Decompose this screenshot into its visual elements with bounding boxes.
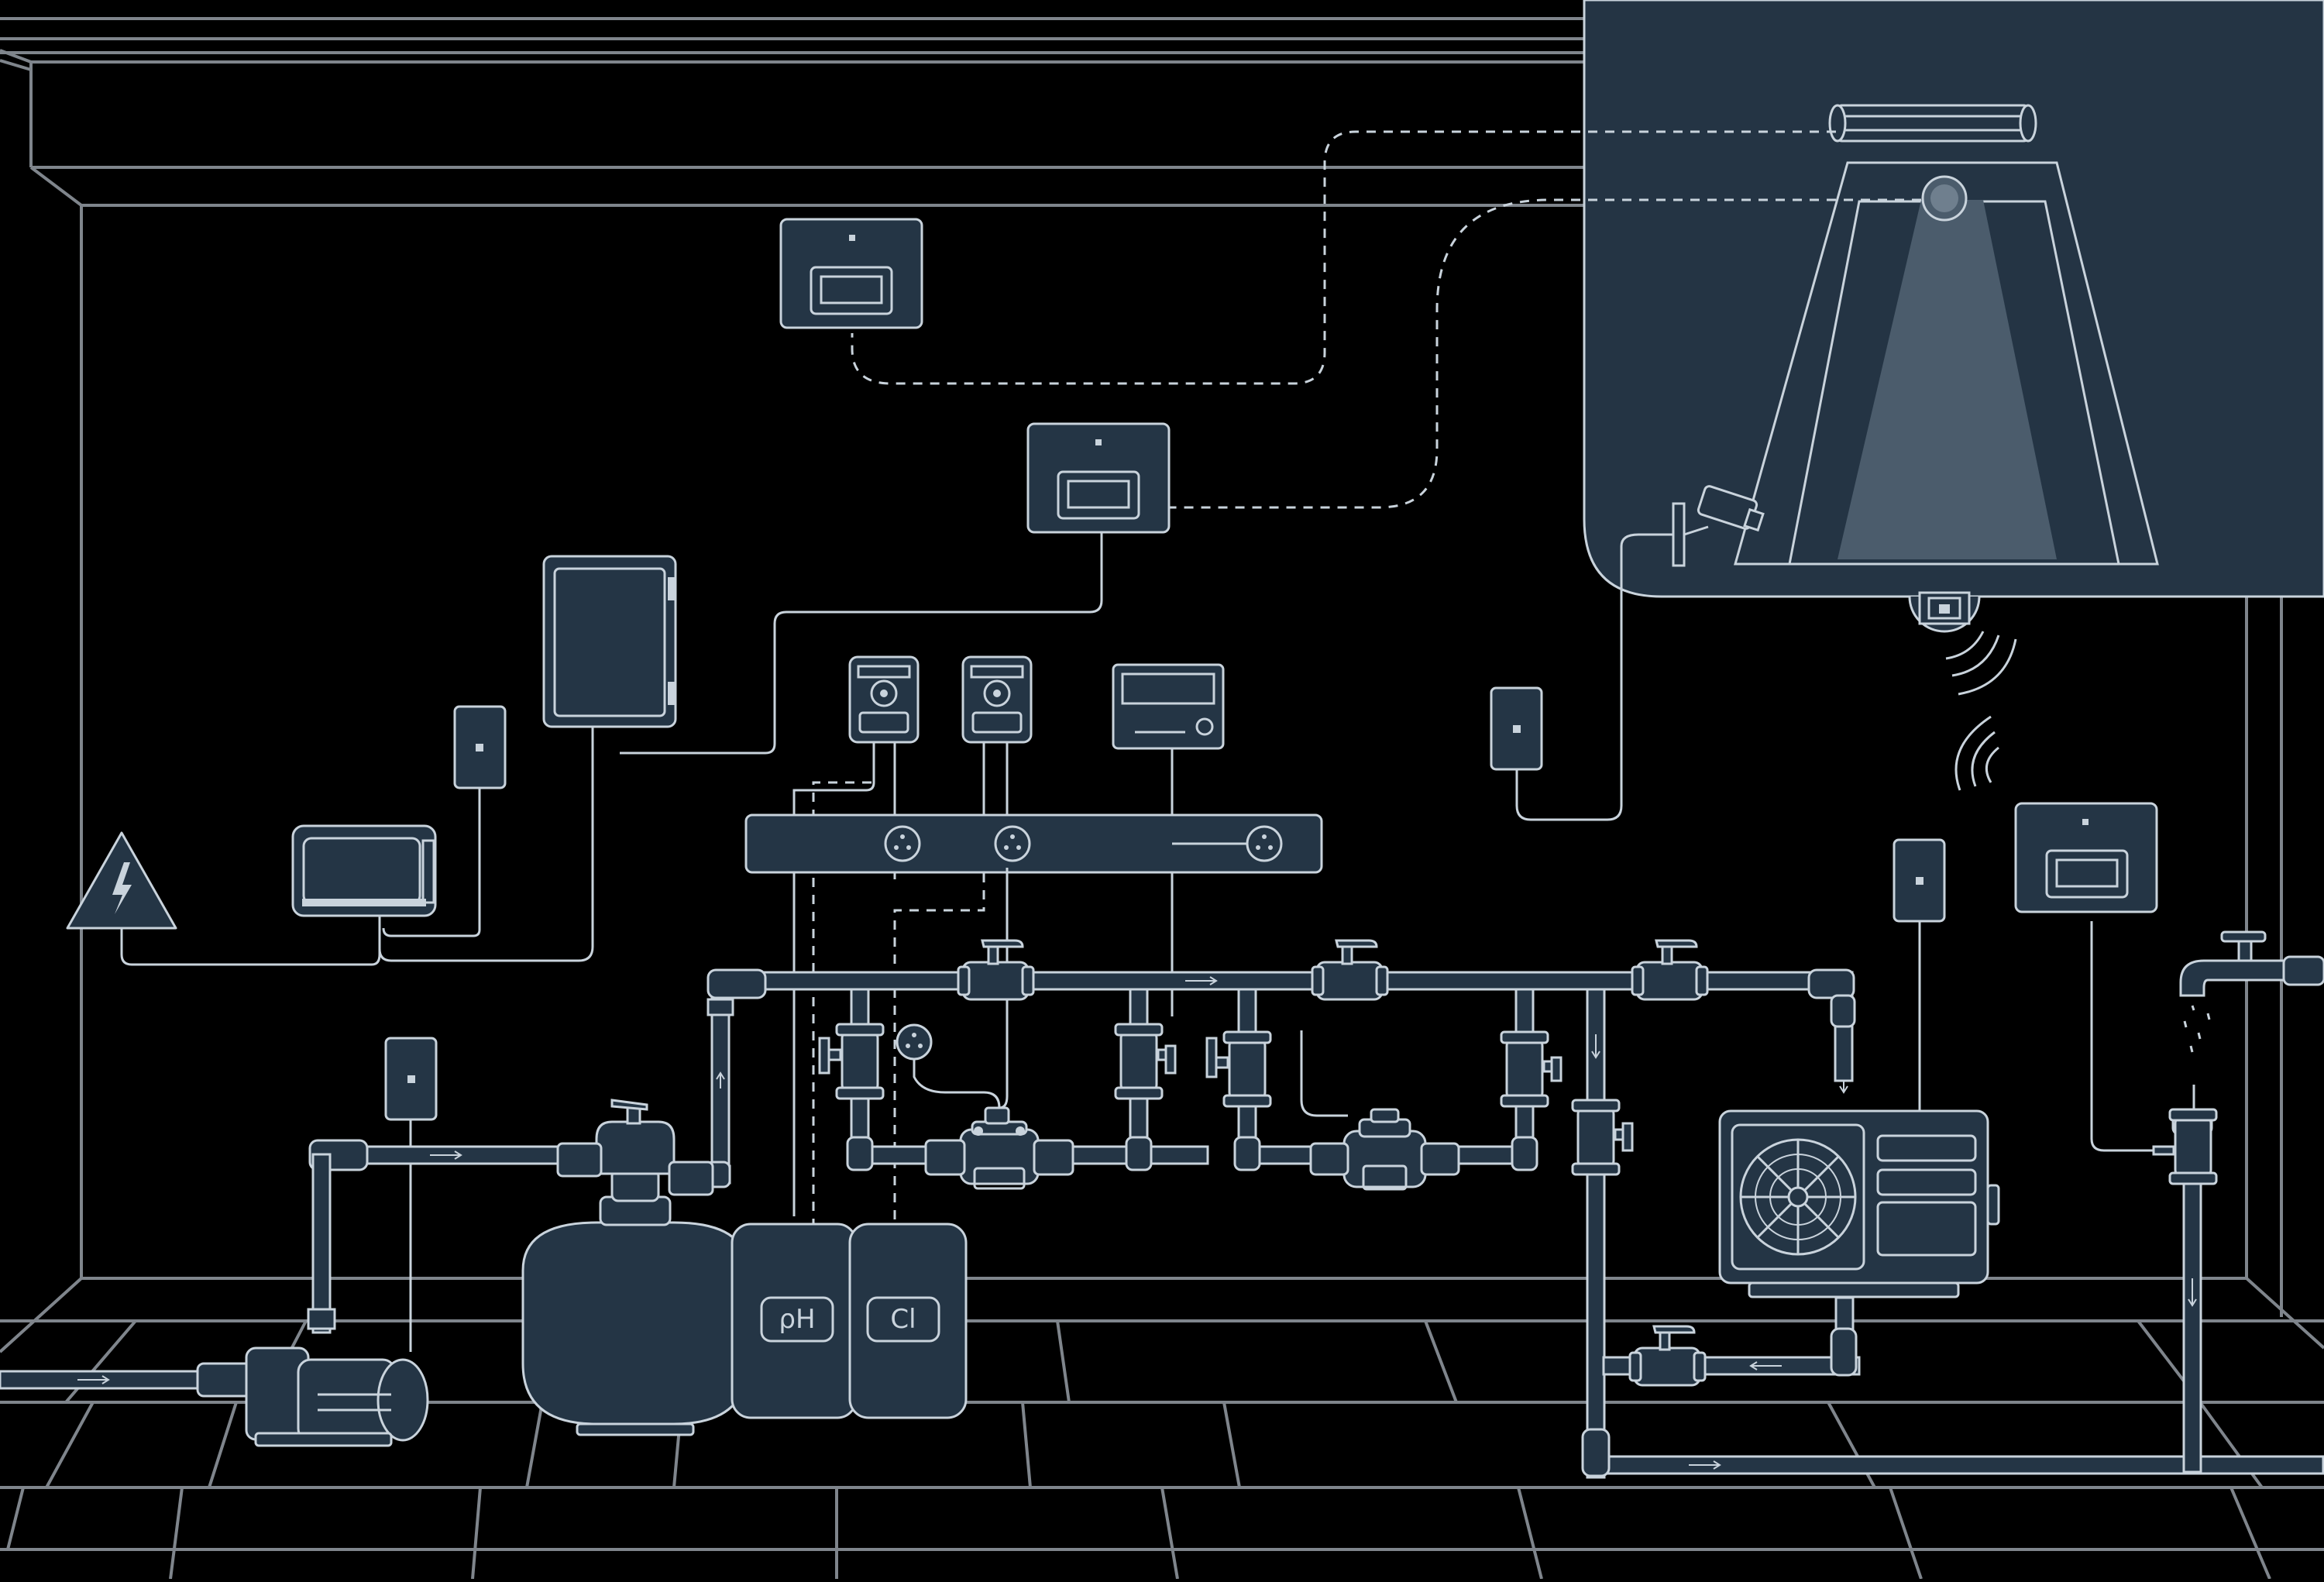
switch-box-1 xyxy=(382,705,507,937)
salt-cell xyxy=(924,1106,1074,1190)
dosing-pump-1 xyxy=(792,655,920,1216)
switch-box-2 xyxy=(1490,533,1673,821)
power-strip xyxy=(744,813,1323,874)
valve-10 xyxy=(2090,921,2218,1185)
valve-5 xyxy=(1114,1023,1177,1100)
light-beam xyxy=(1838,200,2057,559)
control-box xyxy=(378,555,677,962)
pool-panel xyxy=(1583,0,2324,696)
fan-icon xyxy=(1731,1123,1865,1271)
valve-2 xyxy=(1311,939,1389,1001)
pool-cover-roller xyxy=(1828,104,2037,143)
ph-tank: ρH xyxy=(731,1223,858,1419)
valve-7 xyxy=(1500,1030,1563,1108)
valves xyxy=(818,921,2218,1387)
socket-2 xyxy=(994,825,1031,862)
wifi-signal-icon xyxy=(1945,631,2017,696)
socket-3 xyxy=(1246,825,1283,862)
probe-socket xyxy=(896,868,1009,1109)
camera-icon xyxy=(1672,485,1765,567)
ph-label: ρH xyxy=(779,1304,815,1335)
switch-box-3 xyxy=(1893,838,1946,1111)
valve-1 xyxy=(957,939,1035,1001)
valve-8 xyxy=(1571,1099,1634,1176)
heat-pump xyxy=(1718,1109,2000,1298)
valve-3 xyxy=(1631,939,1709,1001)
valve-6 xyxy=(1205,1030,1272,1108)
spotlight-icon xyxy=(1921,175,1968,222)
pool-pump xyxy=(196,1346,429,1447)
water-tap xyxy=(2179,930,2324,1116)
wifi-controller xyxy=(1954,715,2158,913)
controller-2 xyxy=(620,422,1171,755)
switch-box-4 xyxy=(384,1037,438,1352)
flow-meter xyxy=(1300,1030,1460,1191)
sand-filter xyxy=(521,1099,749,1436)
pipe-network xyxy=(0,930,2324,1479)
wall-electronic-unit xyxy=(291,824,437,917)
wifi-signal-icon xyxy=(1954,715,1999,791)
cl-label: Cl xyxy=(890,1304,916,1335)
socket-1 xyxy=(884,825,921,862)
controller-1 xyxy=(779,218,923,329)
data-links xyxy=(812,130,1921,1232)
electric-hazard-icon xyxy=(66,831,381,966)
dosing-pump-2 xyxy=(961,655,1033,868)
valve-9 xyxy=(1628,1325,1707,1387)
cl-tank: Cl xyxy=(848,1223,968,1419)
pool-sensor xyxy=(1908,591,1981,633)
valve-4 xyxy=(818,1023,885,1100)
flow-arrows xyxy=(77,976,2197,1470)
